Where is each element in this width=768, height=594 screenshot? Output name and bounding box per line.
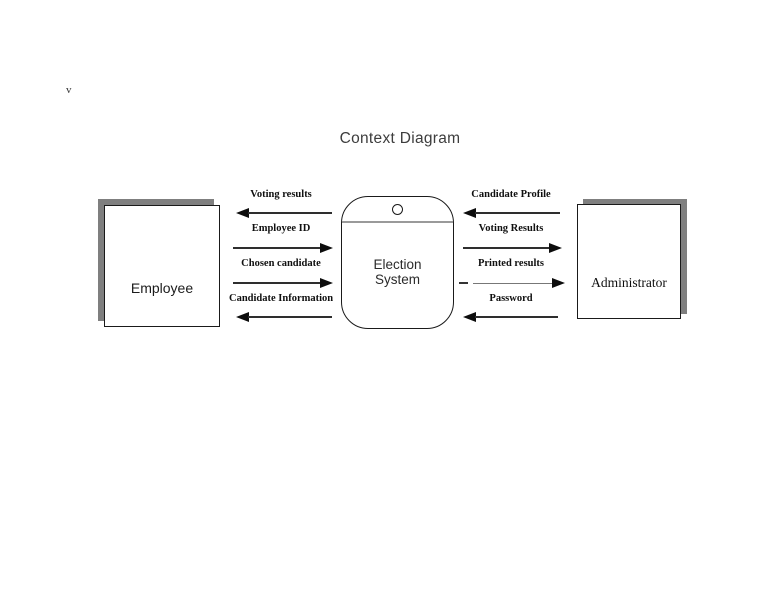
arrowhead-right-icon [320,278,333,288]
flow-arrow-voting-results-left [236,208,332,218]
flow-line [475,212,560,214]
entity-administrator-box: Administrator [577,204,681,319]
arrowhead-left-icon [236,208,249,218]
flow-arrow-voting-results-right [463,243,562,253]
flow-label-voting-results-right: Voting Results [478,223,544,234]
flow-arrow-candidate-information [236,312,332,322]
flow-label-employee-id: Employee ID [251,223,311,234]
entity-employee-box: Employee [104,205,220,327]
process-divider-line [342,221,453,223]
entity-administrator: Administrator [577,199,689,321]
diagram-title: Context Diagram [339,130,461,147]
stray-character: v [66,84,72,96]
arrowhead-right-icon [549,243,562,253]
flow-line [248,316,332,318]
process-id-circle [391,204,403,215]
entity-employee: Employee [98,199,222,329]
flow-line [473,282,553,284]
flow-line-dash [459,282,468,284]
flow-label-password: Password [489,293,533,304]
arrowhead-left-icon [463,208,476,218]
flow-line [233,282,321,284]
flow-arrow-chosen-candidate [233,278,333,288]
flow-line [233,247,321,249]
arrowhead-right-icon [320,243,333,253]
arrowhead-right-icon [552,278,565,288]
flow-arrow-printed-results [459,278,565,288]
flow-label-candidate-profile: Candidate Profile [471,189,551,200]
flow-line [248,212,332,214]
flow-arrow-candidate-profile [463,208,560,218]
entity-administrator-label: Administrator [591,275,667,290]
entity-employee-label: Employee [130,280,194,296]
flow-label-chosen-candidate: Chosen candidate [241,258,321,269]
arrowhead-left-icon [463,312,476,322]
flow-arrow-employee-id [233,243,333,253]
flow-line [475,316,558,318]
flow-label-voting-results-left: Voting results [250,189,312,200]
process-label: Election System [342,257,453,287]
arrowhead-left-icon [236,312,249,322]
flow-label-candidate-information: Candidate Information [229,293,334,304]
process-label-line2: System [374,272,420,287]
process-election-system: Election System [341,196,454,329]
flow-line [463,247,550,249]
flow-label-printed-results: Printed results [477,258,544,269]
process-label-line1: Election [373,257,422,272]
flow-arrow-password [463,312,558,322]
